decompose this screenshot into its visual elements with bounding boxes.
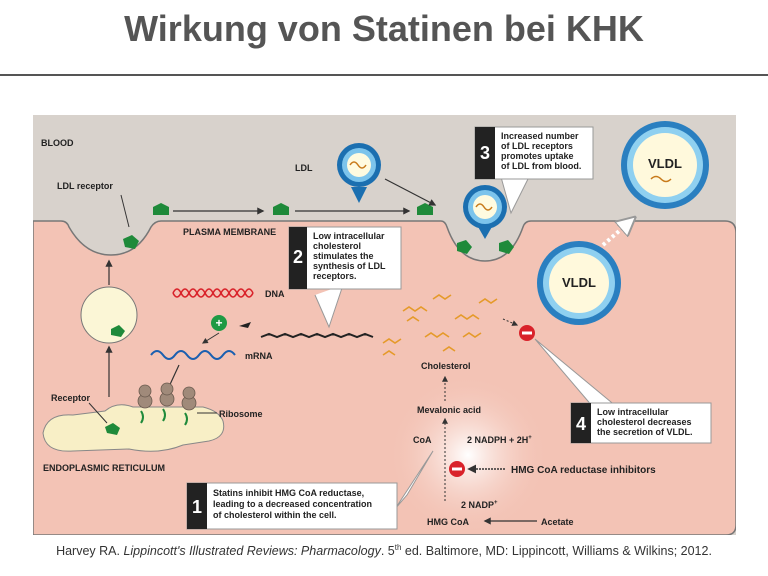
nascent-receptors bbox=[140, 408, 188, 426]
cholesterol-signal-arrow bbox=[260, 332, 374, 339]
mevalonic-acid-label: Mevalonic acid bbox=[417, 405, 481, 415]
dna-strand bbox=[172, 288, 254, 298]
svg-text:1: 1 bbox=[192, 497, 202, 517]
ribosome-label: Ribosome bbox=[219, 409, 263, 419]
svg-text:of LDL receptors: of LDL receptors bbox=[501, 141, 573, 151]
ldl-particle-bound bbox=[463, 185, 507, 239]
endoplasmic-reticulum bbox=[42, 404, 225, 452]
blood-label: BLOOD bbox=[41, 138, 74, 148]
plasma-membrane-label: PLASMA MEMBRANE bbox=[183, 227, 276, 237]
mrna-strand bbox=[150, 350, 236, 360]
ribosomes bbox=[137, 382, 197, 411]
svg-text:stimulates the: stimulates the bbox=[313, 251, 374, 261]
membrane-receptors bbox=[123, 203, 514, 254]
ldl-particle-free bbox=[337, 143, 381, 203]
callout-4: 4 Low intracellular cholesterol decrease… bbox=[534, 338, 712, 444]
svg-text:of cholesterol within the cell: of cholesterol within the cell. bbox=[213, 510, 337, 520]
receptor-label: Receptor bbox=[51, 393, 91, 403]
svg-text:3: 3 bbox=[480, 143, 490, 163]
svg-text:of LDL from blood.: of LDL from blood. bbox=[501, 161, 581, 171]
nadp-label: 2 NADP+ bbox=[461, 500, 498, 510]
callout-1: 1 Statins inhibit HMG CoA reductase, lea… bbox=[186, 450, 434, 530]
ldl-binding-arrow bbox=[384, 178, 437, 206]
coa-label: CoA bbox=[413, 435, 432, 445]
hmgcoa-label: HMG CoA bbox=[427, 517, 469, 527]
acetate-label: Acetate bbox=[541, 517, 574, 527]
vesicle-receptor bbox=[111, 325, 125, 337]
inhibitors-label: HMG CoA reductase inhibitors bbox=[511, 465, 656, 476]
callout-3: 3 Increased number of LDL receptors prom… bbox=[474, 126, 594, 215]
svg-text:Increased number: Increased number bbox=[501, 131, 579, 141]
nadph-label: 2 NADPH + 2H+ bbox=[467, 435, 532, 445]
dna-label: DNA bbox=[265, 289, 285, 299]
cholesterol-to-vldl-arrow bbox=[502, 318, 519, 326]
mrna-label: mRNA bbox=[245, 351, 273, 361]
svg-text:promotes uptake: promotes uptake bbox=[501, 151, 574, 161]
svg-text:Low intracellular: Low intracellular bbox=[313, 231, 385, 241]
svg-text:the secretion of VLDL.: the secretion of VLDL. bbox=[597, 427, 693, 437]
cholesterol-molecules bbox=[382, 294, 498, 356]
vldl-secretion-arrow bbox=[601, 219, 633, 247]
receptor-vesicle bbox=[80, 286, 138, 344]
svg-text:receptors.: receptors. bbox=[313, 271, 357, 281]
ldl-label: LDL bbox=[295, 163, 313, 173]
cholesterol-label: Cholesterol bbox=[421, 361, 471, 371]
stimulation-plus-icon bbox=[211, 315, 227, 331]
receptor-pointer bbox=[88, 402, 108, 424]
inhibition-glow bbox=[388, 375, 548, 535]
vldl-particle-cell: VLDL bbox=[537, 241, 621, 325]
svg-text:leading to a decreased concent: leading to a decreased concentration bbox=[213, 499, 372, 509]
ldl-receptor-label: LDL receptor bbox=[57, 181, 113, 191]
vldl-label-cell: VLDL bbox=[562, 275, 596, 290]
title-divider bbox=[0, 74, 768, 76]
svg-text:cholesterol: cholesterol bbox=[313, 241, 361, 251]
svg-text:cholesterol decreases: cholesterol decreases bbox=[597, 417, 692, 427]
vldl-label-blood: VLDL bbox=[648, 156, 682, 171]
citation: Harvey RA. Lippincott's Illustrated Revi… bbox=[56, 543, 712, 559]
statin-mechanism-diagram: BLOOD LDL LDL receptor PLASMA MEMBRANE V… bbox=[33, 115, 736, 535]
vldl-particle-blood: VLDL bbox=[621, 121, 709, 209]
transcription-arrow bbox=[201, 332, 220, 344]
svg-text:synthesis of LDL: synthesis of LDL bbox=[313, 261, 386, 271]
svg-text:4: 4 bbox=[576, 414, 586, 434]
svg-text:2: 2 bbox=[293, 247, 303, 267]
svg-text:Statins inhibit HMG CoA reduct: Statins inhibit HMG CoA reductase, bbox=[213, 488, 364, 498]
page-title: Wirkung von Statinen bei KHK bbox=[124, 8, 644, 49]
er-label: ENDOPLASMIC RETICULUM bbox=[43, 463, 165, 473]
svg-text:+: + bbox=[215, 316, 222, 330]
callout-2: 2 Low intracellular cholesterol stimulat… bbox=[288, 226, 402, 329]
er-receptor bbox=[105, 423, 120, 435]
svg-text:Low intracellular: Low intracellular bbox=[597, 407, 669, 417]
ldl-receptor-pointer bbox=[120, 194, 130, 228]
